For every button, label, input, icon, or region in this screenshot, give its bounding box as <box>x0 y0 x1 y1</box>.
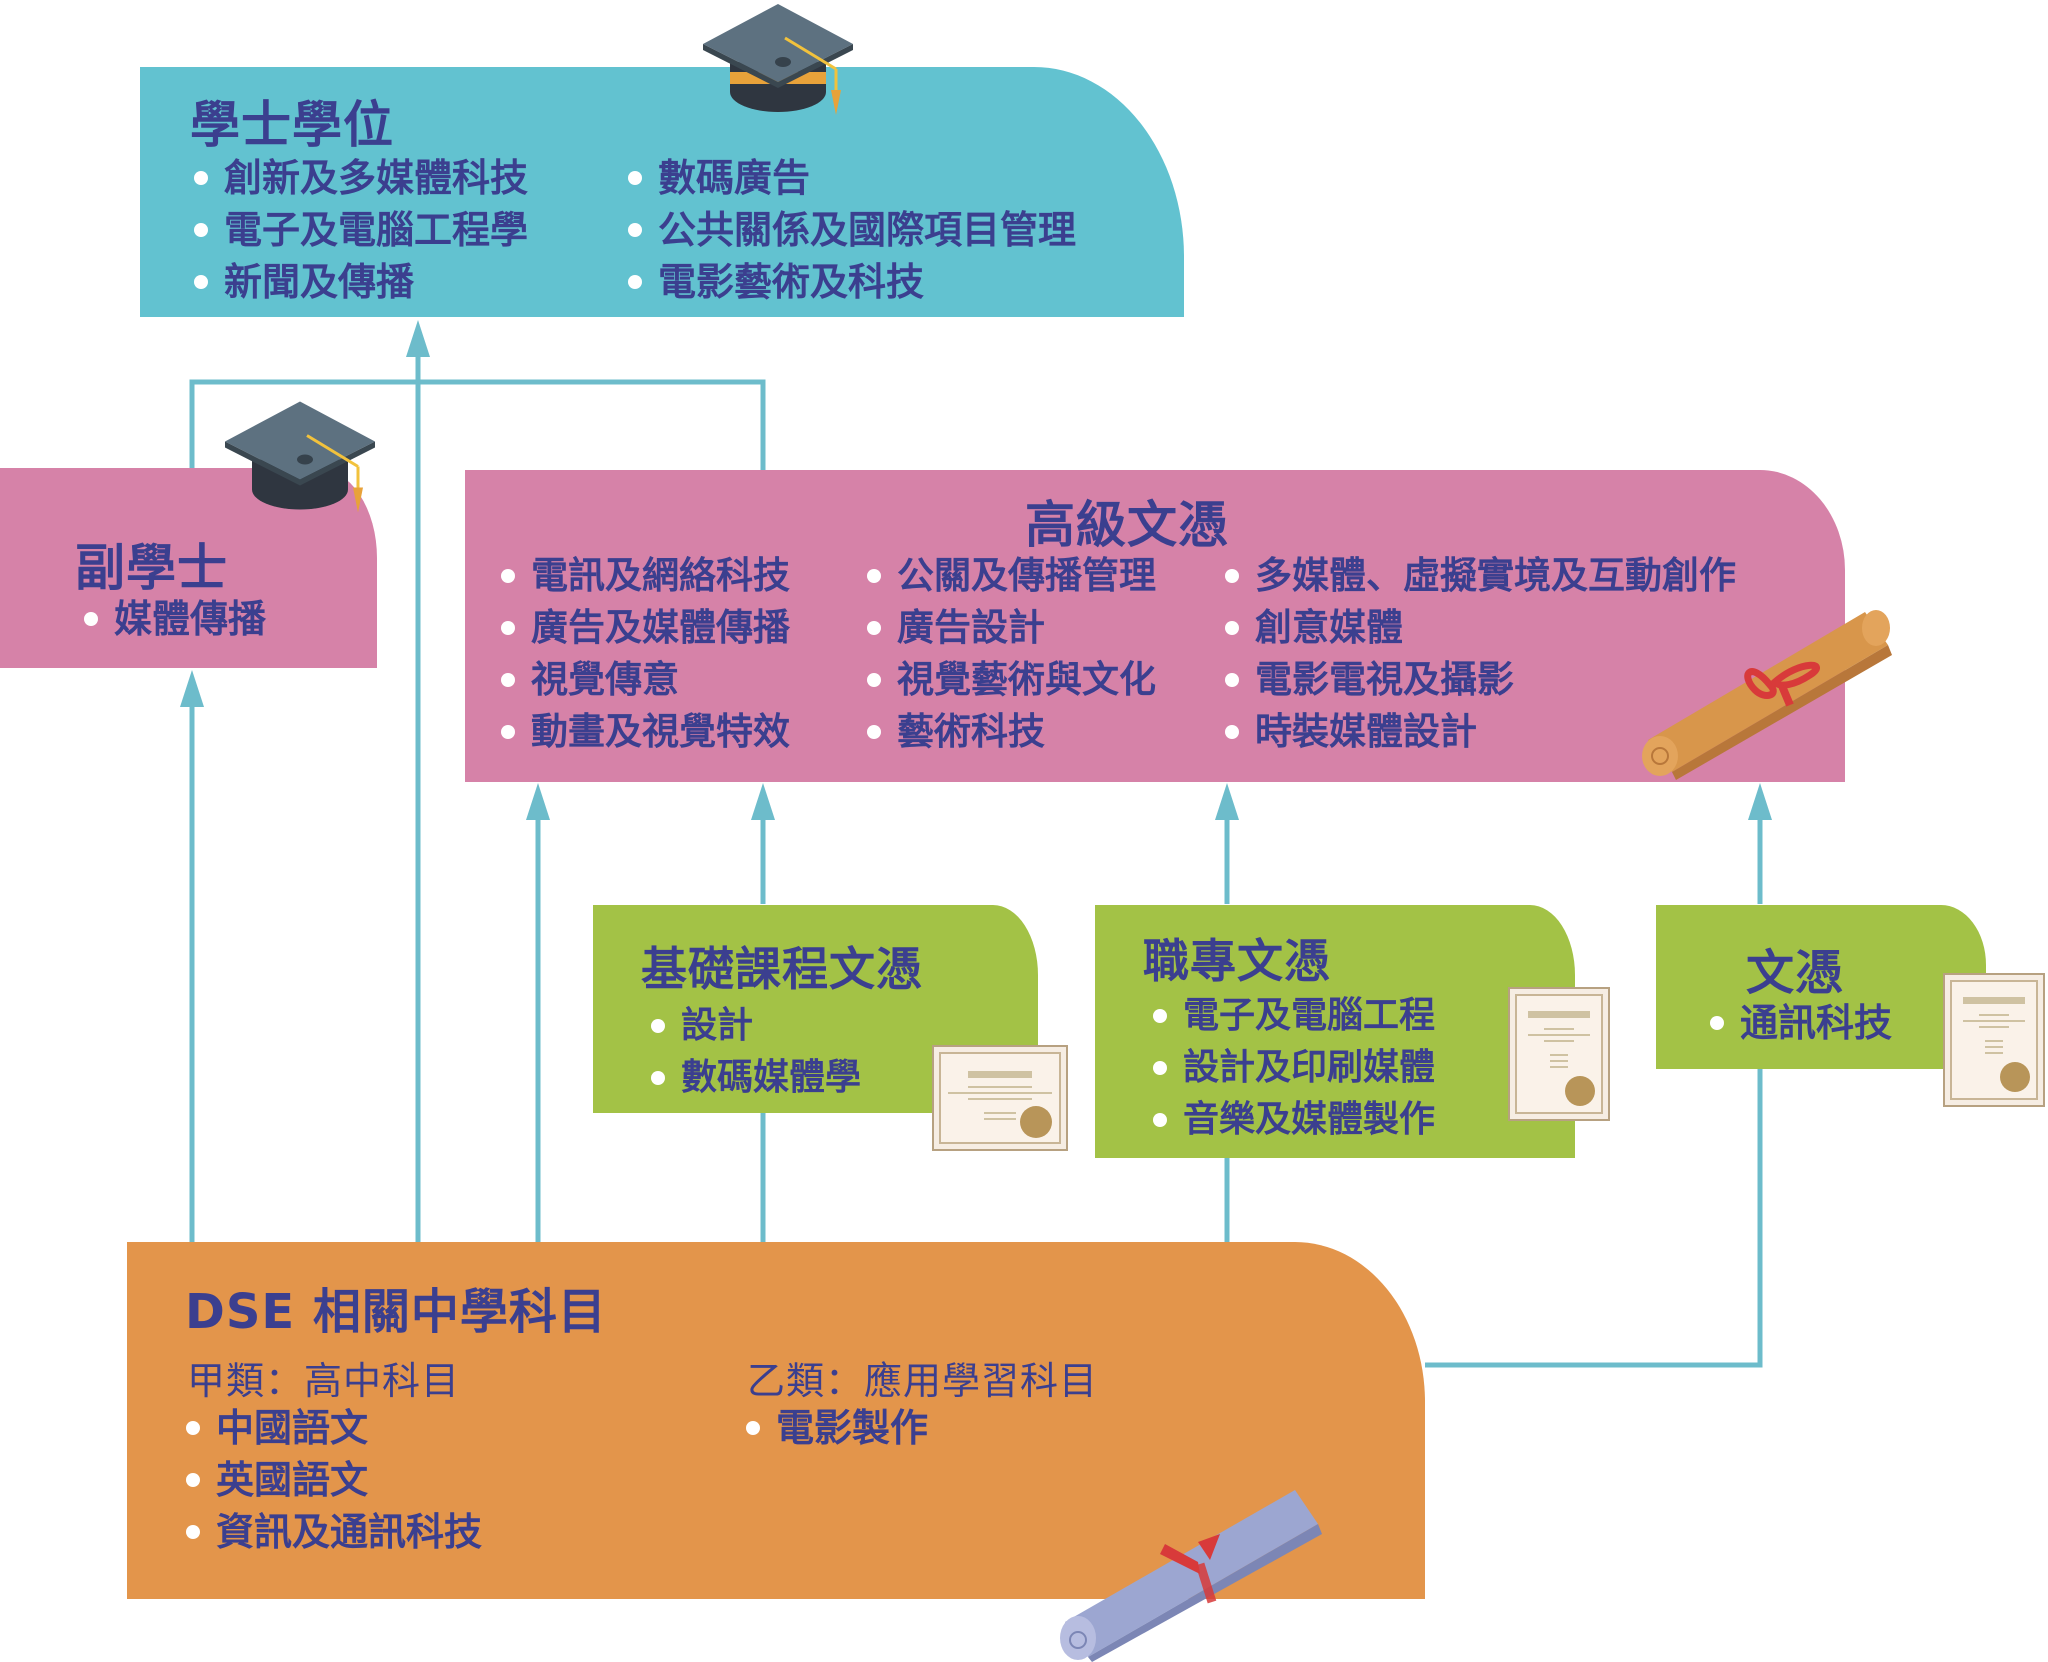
list-item: 創意媒體 <box>1221 602 1736 654</box>
list-item: 公關及傳播管理 <box>863 550 1156 602</box>
vocational-diploma-box: 職專文憑 電子及電腦工程 設計及印刷媒體 音樂及媒體製作 <box>1095 905 1575 1158</box>
scroll-icon <box>1060 1490 1322 1662</box>
bachelor-list-col1: 創新及多媒體科技 電子及電腦工程學 新聞及傳播 <box>190 152 528 308</box>
higher-diploma-list-col1: 電訊及網絡科技 廣告及媒體傳播 視覺傳意 動畫及視覺特效 <box>497 550 790 758</box>
dse-category-a-list: 中國語文 英國語文 資訊及通訊科技 <box>182 1402 482 1558</box>
arrow-head-hd-4 <box>1748 783 1772 820</box>
list-item: 時裝媒體設計 <box>1221 706 1736 758</box>
list-item: 電子及電腦工程學 <box>190 204 528 256</box>
associate-title: 副學士 <box>75 539 228 597</box>
associate-list: 媒體傳播 <box>80 593 266 645</box>
list-item: 電影電視及攝影 <box>1221 654 1736 706</box>
list-item: 視覺藝術與文化 <box>863 654 1156 706</box>
higher-diploma-box: 高級文憑 電訊及網絡科技 廣告及媒體傳播 視覺傳意 動畫及視覺特效 公關及傳播管… <box>465 470 1845 782</box>
vocational-diploma-list: 電子及電腦工程 設計及印刷媒體 音樂及媒體製作 <box>1149 990 1435 1146</box>
list-item: 中國語文 <box>182 1402 482 1454</box>
list-item: 藝術科技 <box>863 706 1156 758</box>
list-item: 英國語文 <box>182 1454 482 1506</box>
list-item: 多媒體、虛擬實境及互動創作 <box>1221 550 1736 602</box>
arrow-head-associate <box>180 670 204 707</box>
bachelor-list-col2: 數碼廣告 公共關係及國際項目管理 電影藝術及科技 <box>624 152 1076 308</box>
list-item: 電影製作 <box>742 1402 928 1454</box>
list-item: 電訊及網絡科技 <box>497 550 790 602</box>
foundation-diploma-list: 設計 數碼媒體學 <box>647 1000 861 1104</box>
list-item: 視覺傳意 <box>497 654 790 706</box>
list-item: 媒體傳播 <box>80 593 266 645</box>
dse-category-b-label: 乙類：應用學習科目 <box>747 1359 1099 1403</box>
vocational-diploma-title: 職專文憑 <box>1143 934 1331 988</box>
arrow-head-hd-2 <box>751 783 775 820</box>
diploma-list: 通訊科技 <box>1706 997 1892 1049</box>
bachelor-title: 學士學位 <box>190 96 394 154</box>
higher-diploma-list-col2: 公關及傳播管理 廣告設計 視覺藝術與文化 藝術科技 <box>863 550 1156 758</box>
list-item: 新聞及傳播 <box>190 256 528 308</box>
arrow-head-bachelor <box>406 320 430 357</box>
certificate-icon <box>932 1045 1068 1151</box>
certificate-icon <box>1943 973 2045 1107</box>
list-item: 電影藝術及科技 <box>624 256 1076 308</box>
dse-category-b-list: 電影製作 <box>742 1402 928 1454</box>
arrow-head-hd-3 <box>1215 783 1239 820</box>
higher-diploma-title: 高級文憑 <box>1025 496 1229 554</box>
foundation-diploma-title: 基礎課程文憑 <box>641 942 923 996</box>
diploma-title: 文憑 <box>1746 945 1845 1001</box>
foundation-diploma-box: 基礎課程文憑 設計 數碼媒體學 <box>593 905 1038 1113</box>
list-item: 音樂及媒體製作 <box>1149 1094 1435 1146</box>
list-item: 創新及多媒體科技 <box>190 152 528 204</box>
connector-associate-hd-bachelor <box>189 379 766 470</box>
list-item: 數碼廣告 <box>624 152 1076 204</box>
list-item: 動畫及視覺特效 <box>497 706 790 758</box>
dse-category-a-label: 甲類：高中科目 <box>187 1359 461 1403</box>
list-item: 通訊科技 <box>1706 997 1892 1049</box>
graduation-cap-icon <box>225 401 375 513</box>
certificate-icon <box>1508 987 1610 1121</box>
list-item: 設計及印刷媒體 <box>1149 1042 1435 1094</box>
list-item: 公共關係及國際項目管理 <box>624 204 1076 256</box>
bachelor-degree-box: 學士學位 創新及多媒體科技 電子及電腦工程學 新聞及傳播 數碼廣告 公共關係及國… <box>140 67 1184 317</box>
list-item: 廣告設計 <box>863 602 1156 654</box>
list-item: 資訊及通訊科技 <box>182 1506 482 1558</box>
scroll-icon <box>1642 610 1892 780</box>
list-item: 廣告及媒體傳播 <box>497 602 790 654</box>
dse-title: DSE 相關中學科目 <box>185 1284 607 1340</box>
list-item: 電子及電腦工程 <box>1149 990 1435 1042</box>
graduation-cap-icon <box>703 4 853 115</box>
higher-diploma-list-col3: 多媒體、虛擬實境及互動創作 創意媒體 電影電視及攝影 時裝媒體設計 <box>1221 550 1736 758</box>
list-item: 設計 <box>647 1000 861 1052</box>
arrow-head-hd-1 <box>526 783 550 820</box>
diploma-box: 文憑 通訊科技 <box>1656 905 1986 1069</box>
list-item: 數碼媒體學 <box>647 1052 861 1104</box>
connector-dse-diploma <box>1425 1068 1763 1368</box>
